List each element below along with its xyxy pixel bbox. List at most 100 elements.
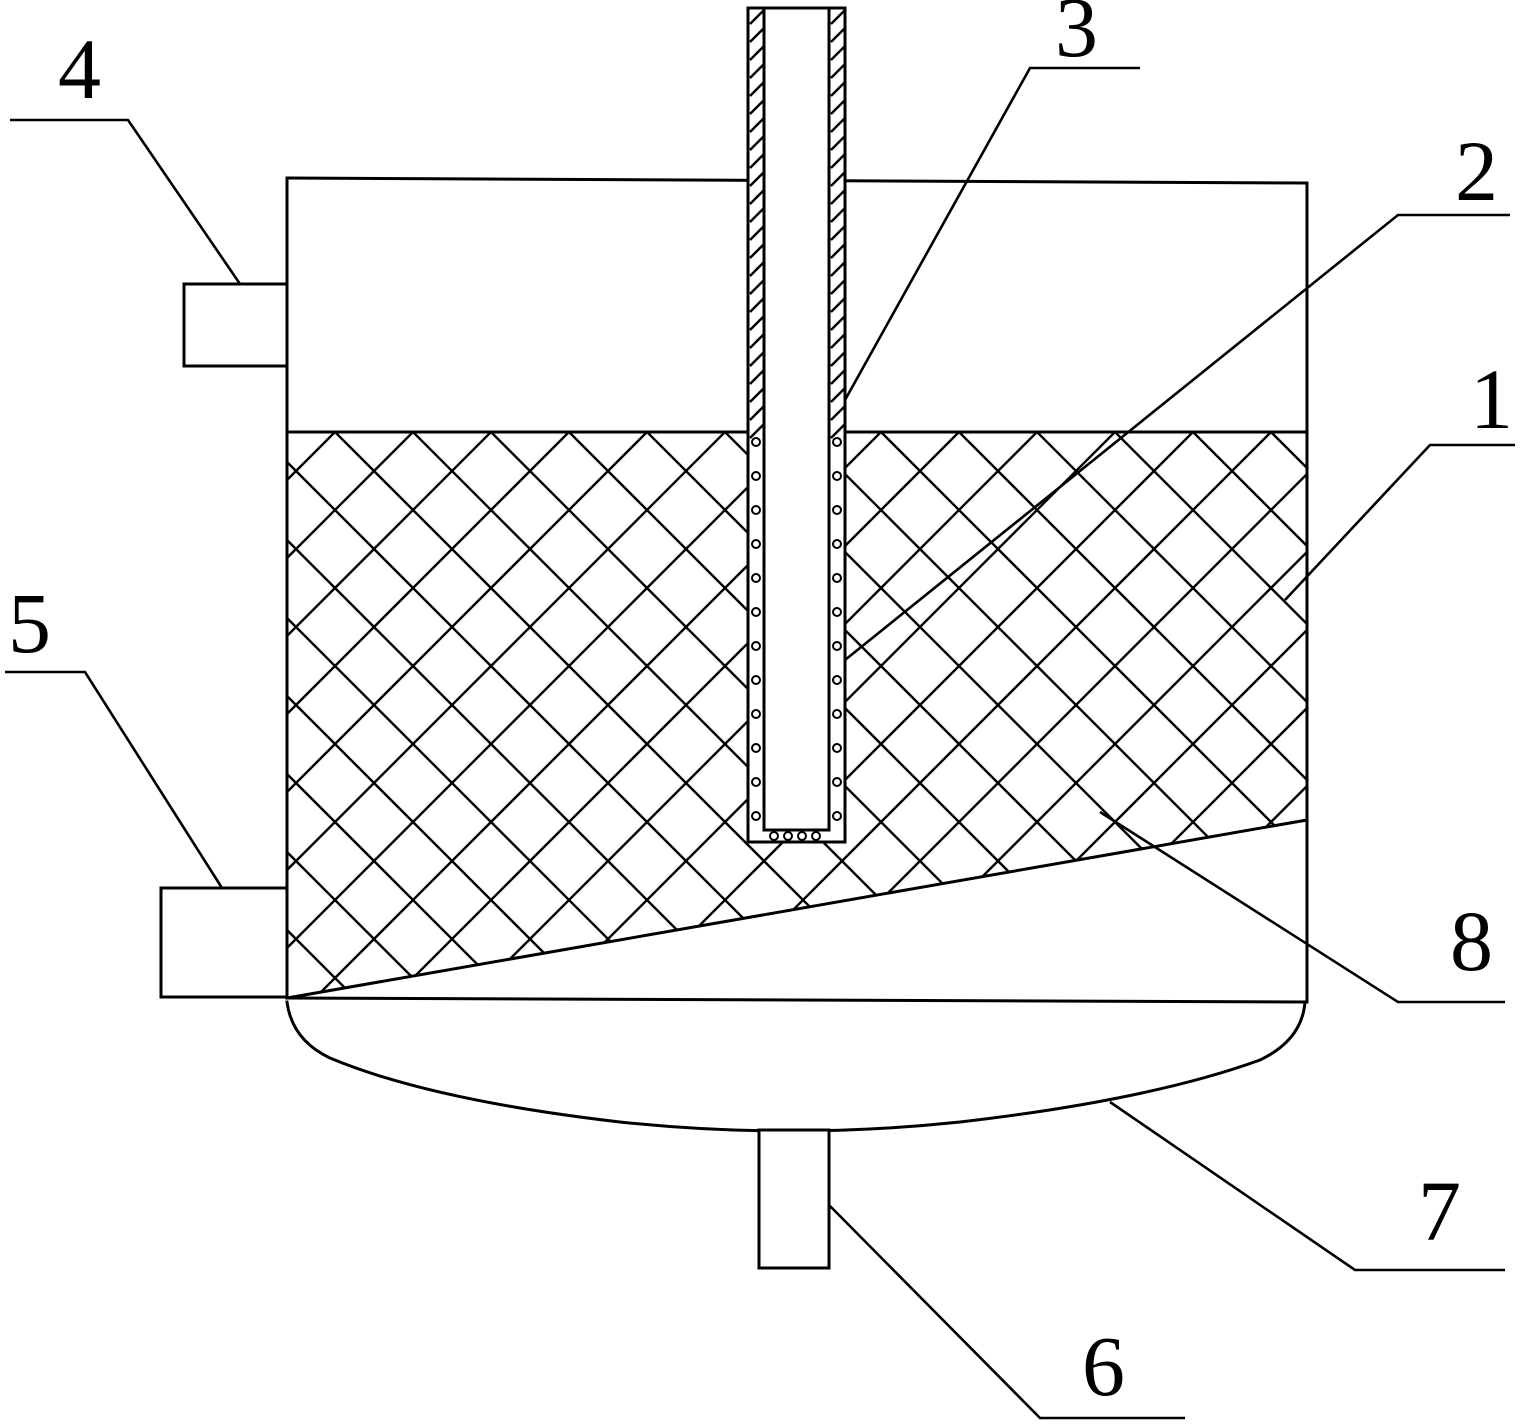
tube-wall-hatch (749, 405, 764, 421)
label-8: 8 (1450, 893, 1493, 989)
tube-wall-hatch (830, 99, 845, 115)
packing-hatch-line (287, 432, 568, 998)
tube-wall-hatch (830, 153, 845, 169)
tube-wall-hatch (749, 207, 764, 223)
packing-hatch-line (804, 432, 1307, 998)
tube-wall-hatch (749, 117, 764, 133)
tube-perforation (751, 709, 761, 719)
tube-perforation (751, 641, 761, 651)
tube-wall-hatch (749, 225, 764, 241)
upper-side-outlet (182, 282, 289, 368)
tube-wall-hatch (749, 45, 764, 61)
packing-hatch-line (492, 432, 1307, 998)
tube-wall-hatch (749, 315, 764, 331)
packing-hatch-line (882, 432, 1307, 998)
tube-perforation (751, 675, 761, 685)
packing-hatch-line (960, 432, 1307, 998)
leader-5 (5, 670, 224, 889)
tube-wall-hatch (830, 243, 845, 259)
tube-wall-hatch (830, 369, 845, 385)
packing-hatch-line (882, 432, 1307, 998)
tube-perforation (797, 831, 807, 841)
packing-hatch-line (287, 432, 724, 998)
part-labels: 4 3 2 1 5 8 7 6 (8, 0, 1513, 1414)
tube-wall-hatch (830, 315, 845, 331)
tube-perforation (832, 573, 842, 583)
tube-perforation (751, 743, 761, 753)
central-tube (746, 6, 847, 844)
tube-perforation (832, 675, 842, 685)
tube-wall-hatch (749, 387, 764, 403)
packing-hatch-line (287, 432, 724, 998)
tube-wall-hatch (749, 351, 764, 367)
packing-hatch-line (0, 0, 99, 1132)
tube-wall-hatch (749, 135, 764, 151)
tube-perforation (832, 811, 842, 821)
tube-wall-hatch (749, 423, 764, 439)
label-5: 5 (8, 575, 51, 671)
tube-wall-hatch (749, 99, 764, 115)
tank-bottom-line (285, 996, 1309, 1004)
label-6: 6 (1082, 1318, 1125, 1414)
packing-hatch-line (287, 432, 1307, 998)
tube-perforation (832, 471, 842, 481)
packing-hatch-line (287, 432, 802, 998)
tube-perforation (751, 505, 761, 515)
tube-wall-hatch (749, 297, 764, 313)
leader-3 (843, 66, 1140, 401)
leader-1 (1284, 443, 1515, 601)
packing-hatch-line (414, 432, 1307, 998)
tube-wall-hatch (749, 279, 764, 295)
packing-hatch-line (287, 432, 958, 998)
packing-hatch-line (570, 432, 1307, 998)
packing-hatch-line (287, 432, 1036, 998)
tube-perforation (751, 811, 761, 821)
tube-wall-hatch (830, 333, 845, 349)
tube-wall-hatch (749, 171, 764, 187)
tube-perforation (832, 505, 842, 515)
packing-hatch-line (336, 432, 1307, 998)
tube-wall-hatch (749, 63, 764, 79)
tube-wall-hatch (830, 9, 845, 25)
leader-8 (1099, 810, 1505, 1004)
tube-wall-hatch (749, 9, 764, 25)
tube-perforation (783, 831, 793, 841)
leader-7 (1109, 1100, 1505, 1272)
label-7: 7 (1418, 1163, 1461, 1259)
packing-hatch-line (1038, 432, 1307, 998)
tube-wall-hatch (830, 45, 845, 61)
tube-wall-hatch (749, 27, 764, 43)
packing-hatch-line (287, 432, 1307, 998)
packing-hatch-line (1038, 432, 1307, 998)
tube-perforation (751, 607, 761, 617)
tube-perforation (832, 641, 842, 651)
tube-wall-hatch (830, 63, 845, 79)
bottom-head (285, 1000, 1307, 1133)
tube-wall-hatch (830, 423, 845, 439)
tube-wall-hatch (830, 27, 845, 43)
tube-wall-hatch (749, 189, 764, 205)
tube-wall-hatch (830, 135, 845, 151)
label-3: 3 (1055, 0, 1098, 75)
tube-perforation (832, 709, 842, 719)
tube-perforation (832, 777, 842, 787)
tube-wall-hatch (830, 189, 845, 205)
leader-4 (10, 118, 242, 285)
tube-wall-hatch (749, 333, 764, 349)
packing-hatch-line (287, 432, 802, 998)
tube-perforation (832, 437, 842, 447)
tube-wall-hatch (830, 387, 845, 403)
packing-hatch-line (287, 432, 1307, 998)
label-4: 4 (58, 21, 101, 117)
packing-hatch-line (414, 432, 1307, 998)
packing-hatch-line (960, 432, 1307, 998)
tube-wall-hatch (749, 243, 764, 259)
tube-wall-hatch (830, 207, 845, 223)
label-1: 1 (1470, 351, 1513, 447)
tube-perforation (751, 539, 761, 549)
tube-wall-hatch (830, 297, 845, 313)
tube-wall-hatch (749, 81, 764, 97)
packing-hatch-line (0, 0, 177, 1132)
leader-lines (5, 66, 1515, 1420)
tube-perforation (811, 831, 821, 841)
